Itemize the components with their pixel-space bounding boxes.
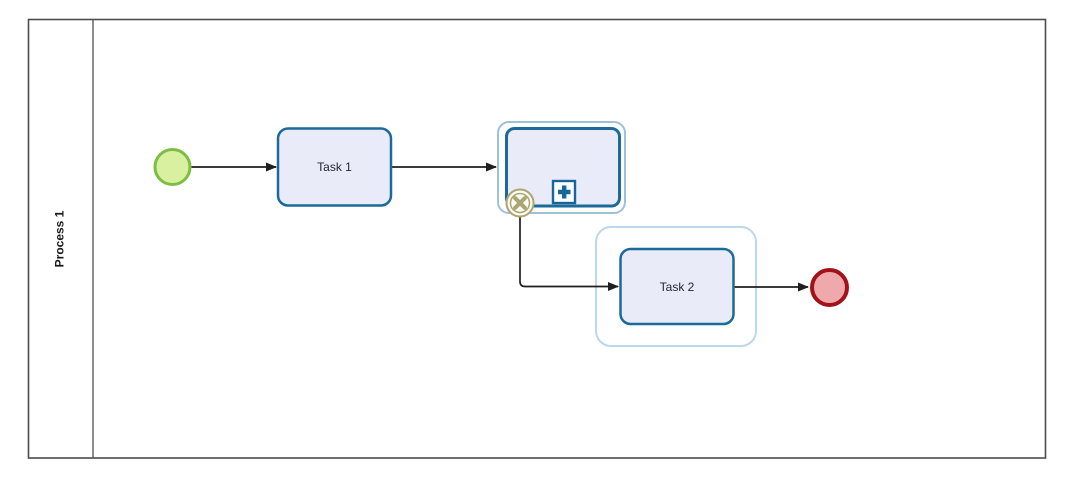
cancel-boundary-event[interactable] (505, 188, 535, 218)
pool-process-1[interactable]: Process 1 (27, 18, 1047, 459)
task-2[interactable]: Task 2 (619, 247, 735, 326)
sequence-flow-boundary-to-task2[interactable] (519, 217, 619, 291)
cancel-x-icon (513, 196, 527, 210)
collapsed-subprocess[interactable] (497, 121, 626, 214)
task-1-label: Task 1 (317, 160, 352, 174)
pool-rect[interactable] (27, 18, 1047, 459)
plus-icon (558, 185, 571, 199)
boundary-event-inner-circle (509, 192, 531, 214)
task-2-rect[interactable] (619, 247, 735, 326)
subprocess-expand-marker[interactable] (551, 179, 577, 205)
start-event[interactable] (153, 148, 192, 186)
task-1[interactable]: Task 1 (276, 127, 393, 207)
end-event[interactable] (810, 268, 849, 307)
task-1-rect[interactable] (276, 127, 393, 207)
task-2-label: Task 2 (660, 280, 695, 294)
subprocess-inner-rect[interactable] (505, 127, 621, 208)
pool-label: Process 1 (53, 210, 67, 267)
